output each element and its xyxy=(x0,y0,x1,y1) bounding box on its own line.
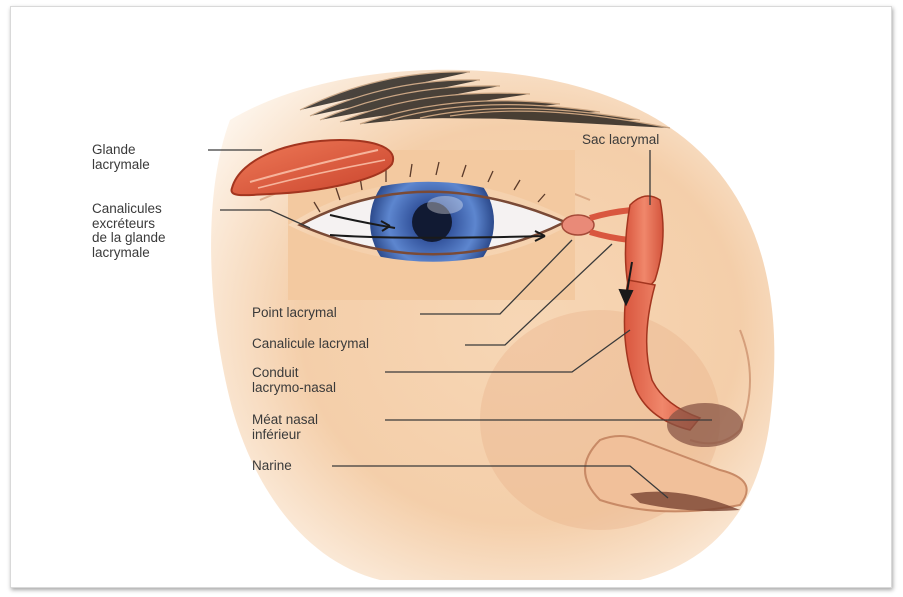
label-conduit-lacrymo-nasal: Conduit lacrymo-nasal xyxy=(252,365,336,395)
iris-highlight xyxy=(427,196,463,214)
label-canalicules-excreteurs: Canalicules excréteurs de la glande lacr… xyxy=(92,202,166,260)
label-sac-lacrymal: Sac lacrymal xyxy=(582,132,659,147)
label-glande-lacrymale: Glande lacrymale xyxy=(92,142,150,172)
label-narine: Narine xyxy=(252,458,292,473)
caruncle xyxy=(562,215,594,235)
label-canalicule-lacrymal: Canalicule lacrymal xyxy=(252,336,369,351)
label-point-lacrymal: Point lacrymal xyxy=(252,305,337,320)
inferior-meatus xyxy=(667,403,743,447)
label-meat-nasal-inferieur: Méat nasal inférieur xyxy=(252,412,318,442)
